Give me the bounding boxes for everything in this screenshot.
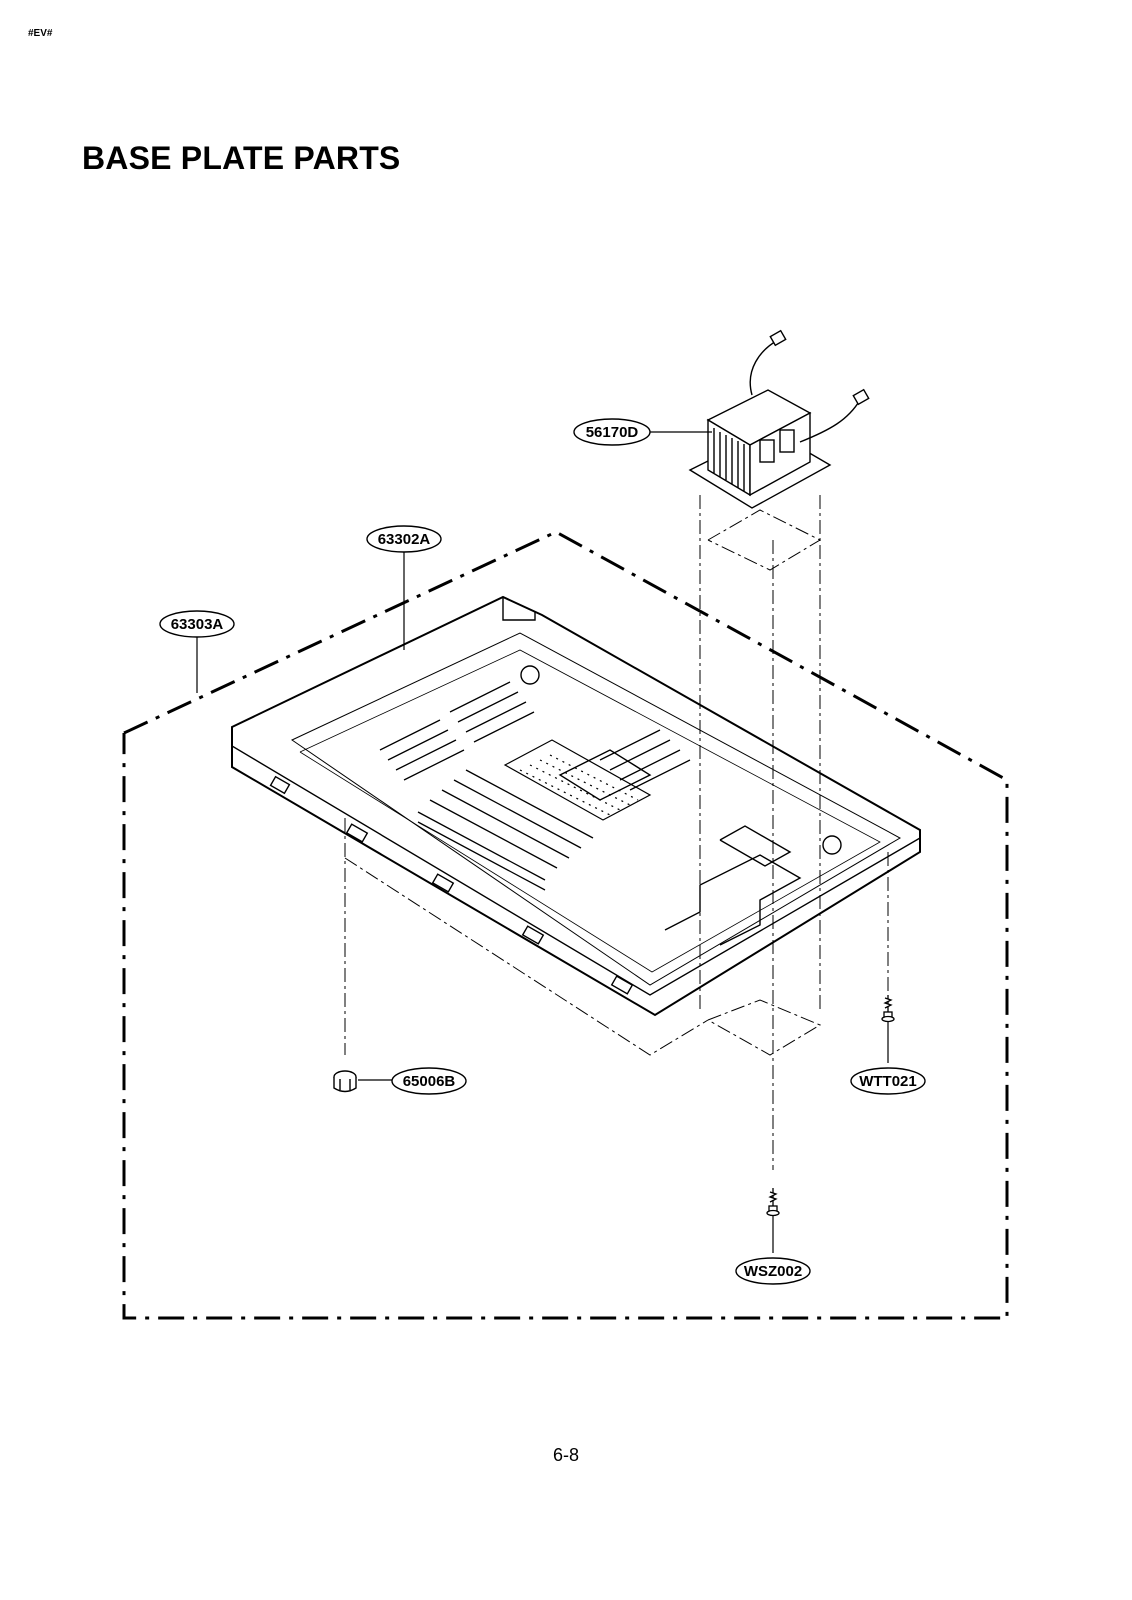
screw-wtt021-drawing [881, 995, 895, 1023]
callout-label: WTT021 [859, 1073, 917, 1090]
callout-65006b: 65006B [391, 1067, 467, 1095]
callout-label: 63302A [378, 531, 431, 548]
transformer-drawing [688, 329, 870, 509]
callout-63303a: 63303A [159, 610, 235, 638]
callout-63302a: 63302A [366, 525, 442, 553]
callout-label: 65006B [403, 1073, 456, 1090]
vent-slots [379, 681, 691, 891]
document-tag: #EV# [28, 28, 53, 39]
leader-lines [196, 431, 889, 1253]
page-title: BASE PLATE PARTS [82, 140, 401, 176]
callout-label: WSZ002 [744, 1263, 802, 1280]
projection-lines [344, 495, 889, 1170]
perforated-grille [503, 739, 652, 821]
callout-label: 63303A [171, 616, 224, 633]
callout-label: 56170D [586, 424, 639, 441]
screw-wsz002-drawing [766, 1188, 780, 1217]
assembly-boundary [122, 530, 1009, 1320]
page-number: 6-8 [552, 1445, 579, 1465]
callout-wsz002: WSZ002 [735, 1257, 811, 1285]
foot-part-drawing [333, 1070, 357, 1093]
callout-56170d: 56170D [573, 418, 651, 446]
callout-wtt021: WTT021 [850, 1067, 926, 1095]
base-plate-drawing [231, 595, 921, 1017]
